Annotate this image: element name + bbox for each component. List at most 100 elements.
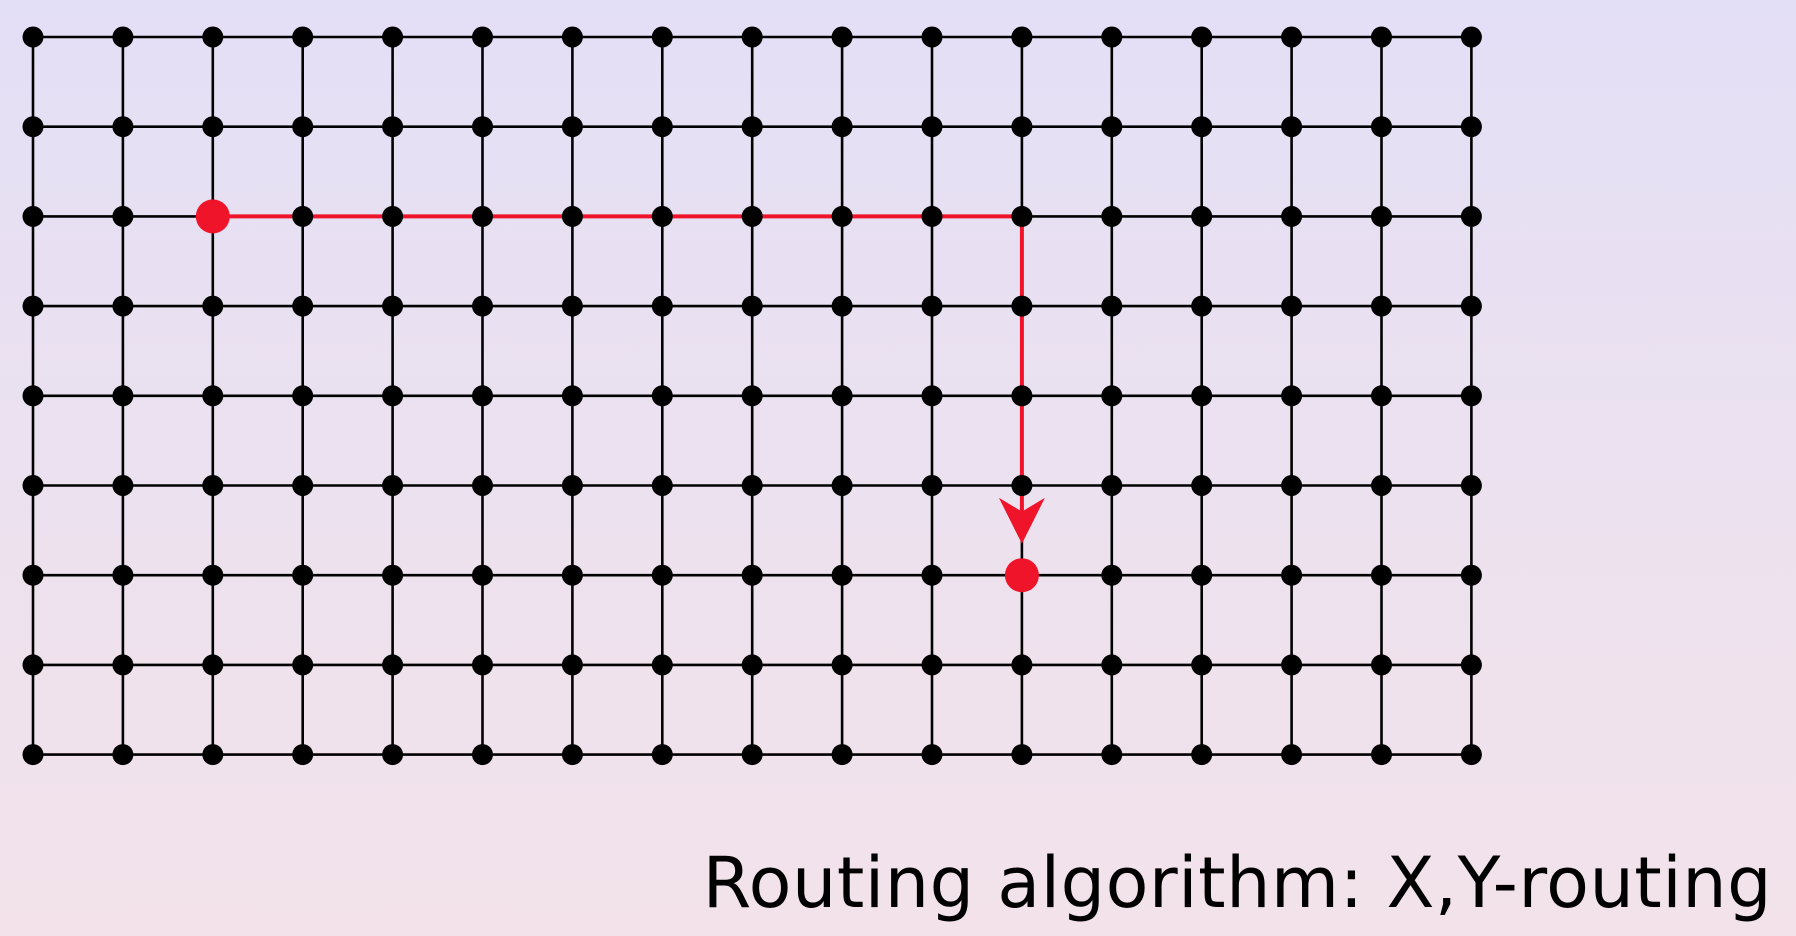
mesh-node [561, 654, 583, 676]
mesh-node [112, 26, 134, 48]
mesh-node [1281, 654, 1303, 676]
mesh-node [1460, 744, 1482, 766]
mesh-node [382, 654, 404, 676]
mesh-node [22, 654, 44, 676]
mesh-node [292, 654, 314, 676]
mesh-node [472, 205, 493, 227]
mesh-node [1101, 744, 1123, 766]
mesh-node [112, 205, 134, 227]
mesh-node [1371, 744, 1392, 766]
mesh-node [1101, 385, 1123, 407]
mesh-node [651, 205, 673, 227]
mesh-node [651, 654, 673, 676]
mesh-node [472, 744, 493, 766]
mesh-node [1101, 564, 1123, 586]
mesh-node [831, 654, 853, 676]
mesh-node [1371, 295, 1392, 317]
mesh-node [1191, 116, 1213, 138]
mesh-node [112, 295, 134, 317]
mesh-node [382, 116, 404, 138]
mesh-node [112, 385, 134, 407]
mesh-node [1371, 205, 1392, 227]
mesh-node [1011, 116, 1033, 138]
mesh-node [22, 26, 44, 48]
mesh-node [1371, 564, 1392, 586]
mesh-node [561, 564, 583, 586]
mesh-node [112, 475, 134, 496]
mesh-node [1460, 205, 1482, 227]
mesh-node [202, 295, 224, 317]
mesh-node [292, 475, 314, 496]
mesh-node [831, 116, 853, 138]
mesh-node [651, 475, 673, 496]
mesh-node [1011, 26, 1033, 48]
destination-node [1004, 558, 1039, 593]
mesh-node [1281, 744, 1303, 766]
mesh-node [1101, 205, 1123, 227]
mesh-node [831, 26, 853, 48]
mesh-node [382, 744, 404, 766]
mesh-node [112, 564, 134, 586]
mesh-node [921, 385, 943, 407]
mesh-node [651, 385, 673, 407]
mesh-node [651, 295, 673, 317]
mesh-node [921, 744, 943, 766]
mesh-node [1191, 205, 1213, 227]
mesh-node [1371, 475, 1392, 496]
mesh-node [292, 116, 314, 138]
mesh-node [741, 744, 763, 766]
mesh-node [202, 116, 224, 138]
mesh-node [472, 385, 493, 407]
routing-path [212, 214, 1045, 544]
mesh-node [651, 744, 673, 766]
mesh-node [921, 564, 943, 586]
mesh-node [1281, 26, 1303, 48]
mesh-node [112, 116, 134, 138]
mesh-node [1460, 475, 1482, 496]
mesh-node [22, 385, 44, 407]
mesh-node [741, 385, 763, 407]
mesh-node [1460, 116, 1482, 138]
mesh-node [1371, 116, 1392, 138]
mesh-node [1101, 26, 1123, 48]
mesh-node [1011, 295, 1033, 317]
mesh-node [1101, 475, 1123, 496]
mesh-node [921, 116, 943, 138]
mesh-node [1191, 295, 1213, 317]
mesh-node [921, 654, 943, 676]
mesh-node [1281, 116, 1303, 138]
mesh-node [651, 116, 673, 138]
mesh-node [741, 205, 763, 227]
mesh-node [1460, 385, 1482, 407]
mesh-node [292, 295, 314, 317]
mesh-node [1371, 385, 1392, 407]
mesh-node [1101, 116, 1123, 138]
mesh-node [382, 295, 404, 317]
mesh-node [292, 385, 314, 407]
mesh-node [1191, 475, 1213, 496]
mesh-node [561, 295, 583, 317]
mesh-node [831, 475, 853, 496]
mesh-node [472, 654, 493, 676]
mesh-node [831, 295, 853, 317]
mesh-node [1191, 744, 1213, 766]
mesh-node [1101, 295, 1123, 317]
mesh-node [741, 564, 763, 586]
mesh-node [112, 654, 134, 676]
mesh-node [1281, 295, 1303, 317]
mesh-node [561, 116, 583, 138]
mesh-node [1281, 475, 1303, 496]
source-node [195, 199, 230, 234]
mesh-node [382, 564, 404, 586]
mesh-node [651, 564, 673, 586]
mesh-node [1191, 385, 1213, 407]
mesh-node [921, 205, 943, 227]
mesh-node [1460, 295, 1482, 317]
mesh-node [1281, 564, 1303, 586]
mesh-node [741, 654, 763, 676]
mesh-node [22, 744, 44, 766]
mesh-node [561, 26, 583, 48]
mesh-node [651, 26, 673, 48]
mesh-node [382, 475, 404, 496]
mesh-node [1011, 654, 1033, 676]
